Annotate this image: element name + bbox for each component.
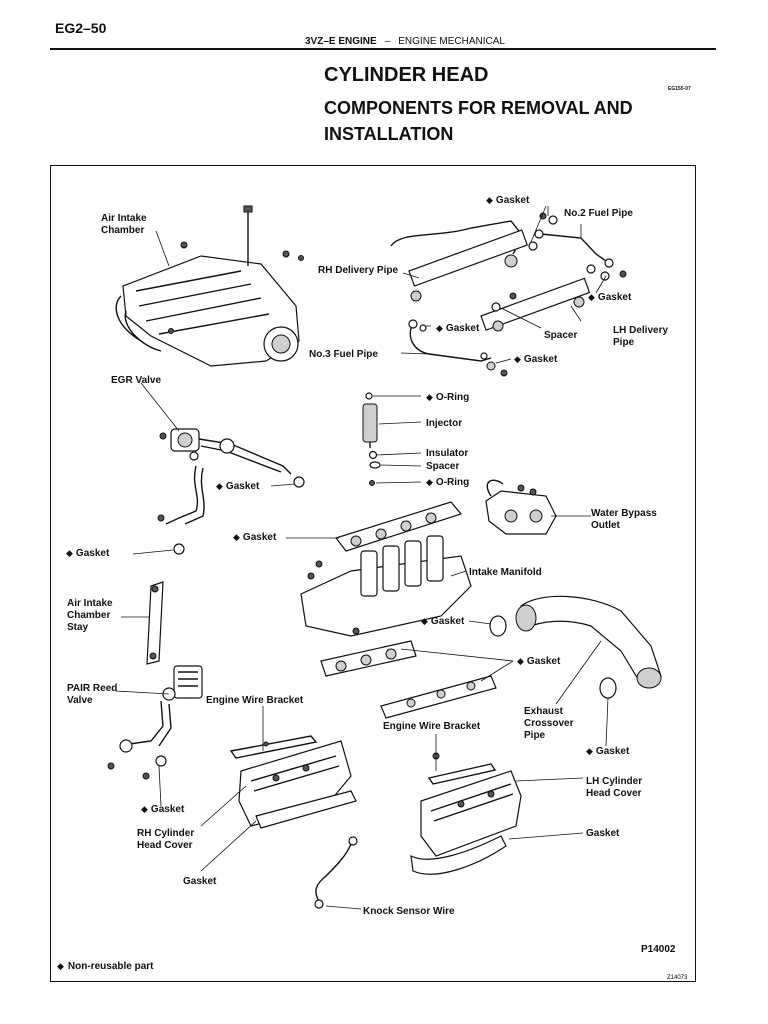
- intake-manifold-gasket-drawing: [335, 501, 463, 552]
- label-gasket-egr-pipe: ◆Gasket: [66, 548, 110, 559]
- legend: ◆ Non-reusable part: [57, 961, 154, 972]
- figure-code: P14002: [641, 944, 676, 955]
- label-air-intake-chamber-line2: Chamber: [101, 225, 144, 236]
- legend-symbol: ◆: [57, 961, 64, 971]
- page-title: CYLINDER HEAD: [324, 64, 489, 86]
- label-pair-reed-valve-line1: PAIR Reed: [67, 683, 117, 694]
- label-water-bypass-outlet-line1: Water Bypass: [591, 508, 657, 519]
- document-code: EG155-07: [668, 86, 691, 92]
- knock-sensor-wire-drawing: [314, 836, 358, 909]
- label-knock-sensor-wire: Knock Sensor Wire: [363, 906, 455, 917]
- pair-reed-valve-drawing: [107, 665, 203, 780]
- label-lh-delivery-pipe-line2: Pipe: [613, 337, 635, 348]
- exhaust-crossover-pipe-drawing: [489, 595, 662, 699]
- label-air-intake-chamber-line1: Air Intake: [101, 213, 147, 224]
- air-intake-chamber-stay-drawing: [146, 581, 164, 665]
- rh-cylinder-head-cover-drawing: [238, 740, 357, 829]
- label-o-ring-upper: ◆O-Ring: [426, 392, 469, 403]
- label-gasket-lh-pipe: ◆Gasket: [514, 354, 558, 365]
- lh-cylinder-head-cover-drawing: [410, 770, 522, 875]
- label-lh-delivery-pipe-line1: LH Delivery: [613, 325, 668, 336]
- label-intake-manifold: Intake Manifold: [469, 567, 542, 578]
- label-egr-valve: EGR Valve: [111, 375, 161, 386]
- components-diagram: ◆Gasket No.2 Fuel Pipe Air Intake Chambe…: [57, 195, 688, 981]
- label-lh-cylinder-head-cover-line1: LH Cylinder: [586, 776, 642, 787]
- running-head-engine: 3VZ–E ENGINE: [305, 36, 377, 47]
- label-exhaust-crossover-line3: Pipe: [524, 730, 546, 741]
- label-chamber-stay-line1: Air Intake: [67, 598, 113, 609]
- label-water-bypass-outlet-line2: Outlet: [591, 520, 621, 531]
- no2-fuel-pipe-drawing: [528, 212, 627, 281]
- label-gasket-crossover-lower: ◆Gasket: [586, 746, 630, 757]
- label-exhaust-crossover-line2: Crossover: [524, 718, 574, 729]
- label-gasket-no3-pipe: ◆Gasket: [436, 323, 480, 334]
- label-rh-cylinder-head-cover-line1: RH Cylinder: [137, 828, 194, 839]
- label-engine-wire-bracket-lh: Engine Wire Bracket: [383, 721, 481, 732]
- page-subtitle: COMPONENTS FOR REMOVAL AND INSTALLATION: [324, 98, 633, 144]
- label-gasket-rh-cover: Gasket: [183, 876, 217, 887]
- label-gasket-crossover: ◆Gasket: [421, 616, 465, 627]
- label-gasket-top: ◆Gasket: [486, 195, 530, 206]
- label-lh-cylinder-head-cover-line2: Head Cover: [586, 788, 642, 799]
- air-intake-chamber-drawing: [115, 205, 304, 367]
- running-head-separator: –: [384, 36, 391, 47]
- label-rh-delivery-pipe: RH Delivery Pipe: [318, 265, 398, 276]
- label-exhaust-crossover-line1: Exhaust: [524, 706, 564, 717]
- label-spacer-injector: Spacer: [426, 461, 459, 472]
- injector-drawing: [362, 392, 381, 486]
- engine-wire-bracket-drawings: [229, 735, 497, 785]
- label-engine-wire-bracket-rh: Engine Wire Bracket: [206, 695, 304, 706]
- running-head-section: ENGINE MECHANICAL: [398, 36, 505, 47]
- label-chamber-stay-line2: Chamber: [67, 610, 110, 621]
- label-spacer-delivery: Spacer: [544, 330, 577, 341]
- label-injector: Injector: [426, 418, 462, 429]
- rh-delivery-pipe-drawing: [390, 220, 529, 302]
- label-gasket-no2-pipe: ◆Gasket: [588, 292, 632, 303]
- non-reusable-mark: ◆: [486, 195, 493, 205]
- label-gasket-egr: ◆Gasket: [216, 481, 260, 492]
- label-chamber-stay-line3: Stay: [67, 622, 89, 633]
- exhaust-gaskets-drawing: [320, 640, 497, 719]
- label-insulator: Insulator: [426, 448, 468, 459]
- bottom-code: Z14073: [667, 975, 688, 981]
- label-no2-fuel-pipe: No.2 Fuel Pipe: [564, 208, 633, 219]
- no3-fuel-pipe-drawing: [408, 319, 508, 377]
- label-gasket-intake: ◆Gasket: [233, 532, 277, 543]
- label-gasket-exhaust: ◆Gasket: [517, 656, 561, 667]
- header-rule: [50, 48, 716, 50]
- leader-lines: [115, 205, 609, 910]
- water-bypass-outlet-drawing: [485, 479, 557, 535]
- lh-delivery-pipe-drawing: [480, 277, 591, 332]
- page-number: EG2–50: [55, 20, 107, 36]
- intake-manifold-drawing: [300, 535, 472, 637]
- label-gasket-pair: ◆Gasket: [141, 804, 185, 815]
- label-no3-fuel-pipe: No.3 Fuel Pipe: [309, 349, 378, 360]
- label-pair-reed-valve-line2: Valve: [67, 695, 93, 706]
- legend-text: Non-reusable part: [68, 961, 154, 972]
- egr-valve-drawing: [157, 428, 305, 555]
- label-o-ring-lower: ◆O-Ring: [426, 477, 469, 488]
- label-rh-cylinder-head-cover-line2: Head Cover: [137, 840, 193, 851]
- diagram-frame: ◆Gasket No.2 Fuel Pipe Air Intake Chambe…: [50, 165, 696, 982]
- label-gasket-lh-cover: Gasket: [586, 828, 620, 839]
- running-head: 3VZ–E ENGINE–ENGINE MECHANICAL: [305, 36, 505, 47]
